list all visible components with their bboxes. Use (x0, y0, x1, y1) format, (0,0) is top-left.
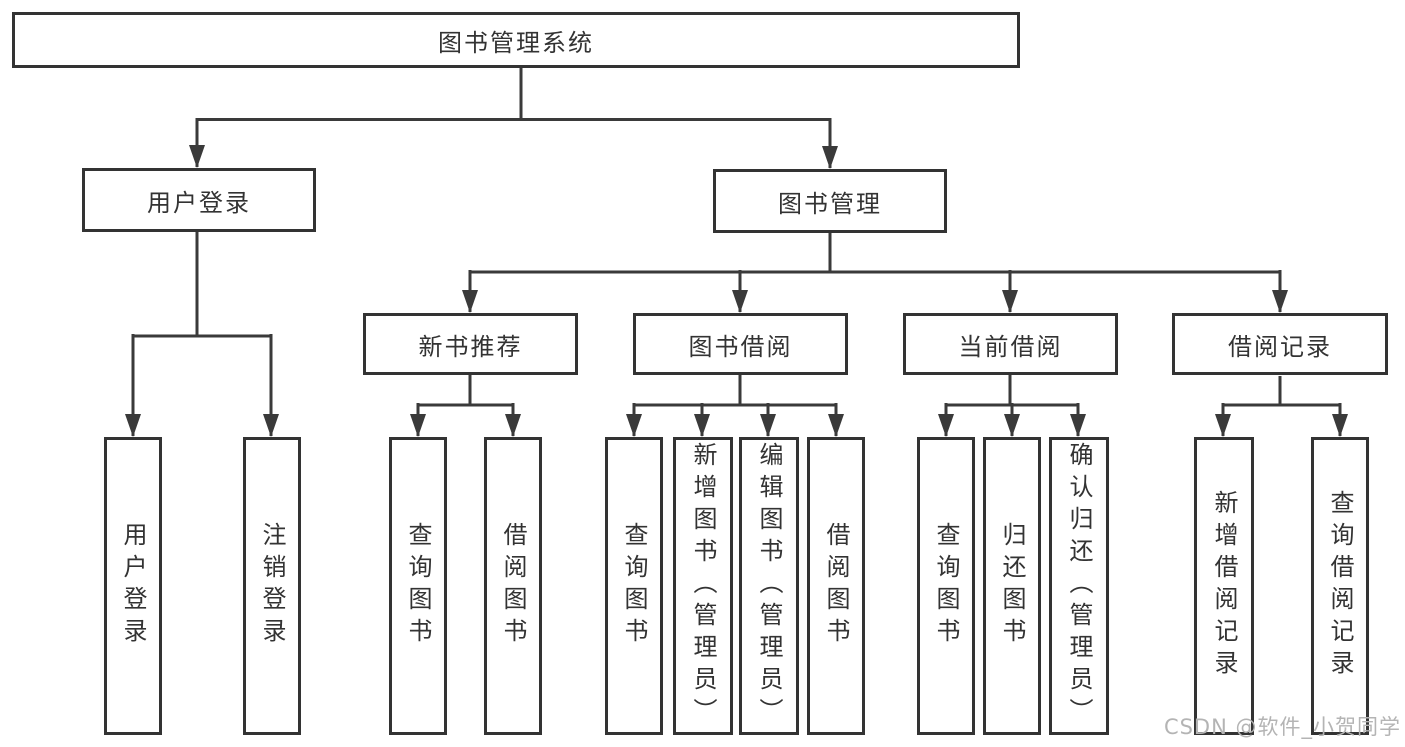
node-book-management: 图书管理 (713, 169, 947, 233)
node-book-borrowing-label: 图书借阅 (688, 332, 793, 361)
leaf-query-books-borrowing: 查询图书 (605, 437, 663, 735)
leaf-logout-label: 注销登录 (258, 522, 286, 650)
leaf-add-book-admin-label: 新增图书（管理员） (689, 442, 717, 730)
leaf-add-borrow-record: 新增借阅记录 (1194, 437, 1254, 735)
leaf-user-login-label: 用户登录 (119, 522, 147, 650)
leaf-user-login: 用户登录 (104, 437, 162, 735)
node-borrowing-records-label: 借阅记录 (1228, 332, 1332, 361)
leaf-add-book-admin: 新增图书（管理员） (673, 437, 733, 735)
leaf-borrow-books-borrowing-label: 借阅图书 (822, 522, 850, 650)
node-new-book-recommend: 新书推荐 (363, 313, 578, 375)
leaf-query-borrow-record: 查询借阅记录 (1311, 437, 1369, 735)
node-borrowing-records: 借阅记录 (1172, 313, 1388, 375)
leaf-confirm-return-admin: 确认归还（管理员） (1049, 437, 1109, 735)
leaf-query-borrow-record-label: 查询借阅记录 (1326, 490, 1354, 682)
leaf-borrow-books-borrowing: 借阅图书 (807, 437, 865, 735)
node-current-borrowing-label: 当前借阅 (958, 332, 1063, 361)
leaf-logout: 注销登录 (243, 437, 301, 735)
leaf-query-books-current: 查询图书 (917, 437, 975, 735)
leaf-query-books-borrowing-label: 查询图书 (620, 522, 648, 650)
leaf-edit-book-admin: 编辑图书（管理员） (739, 437, 799, 735)
leaf-add-borrow-record-label: 新增借阅记录 (1210, 490, 1238, 682)
leaf-borrow-books-recommend-label: 借阅图书 (499, 522, 527, 650)
node-user-login: 用户登录 (82, 168, 316, 232)
node-root-label: 图书管理系统 (438, 28, 594, 57)
csdn-watermark: CSDN @软件_小贺同学 (1163, 715, 1401, 739)
leaf-return-books-label: 归还图书 (998, 522, 1026, 650)
node-book-borrowing: 图书借阅 (633, 313, 848, 375)
node-root: 图书管理系统 (12, 12, 1020, 68)
node-current-borrowing: 当前借阅 (903, 313, 1118, 375)
leaf-query-books-recommend-label: 查询图书 (404, 522, 432, 650)
leaf-edit-book-admin-label: 编辑图书（管理员） (755, 442, 783, 730)
leaf-query-books-recommend: 查询图书 (389, 437, 447, 735)
leaf-query-books-current-label: 查询图书 (932, 522, 960, 650)
node-new-book-recommend-label: 新书推荐 (418, 332, 523, 361)
node-user-login-label: 用户登录 (147, 188, 251, 217)
node-book-management-label: 图书管理 (778, 189, 882, 218)
leaf-confirm-return-admin-label: 确认归还（管理员） (1065, 442, 1093, 730)
leaf-return-books: 归还图书 (983, 437, 1041, 735)
leaf-borrow-books-recommend: 借阅图书 (484, 437, 542, 735)
